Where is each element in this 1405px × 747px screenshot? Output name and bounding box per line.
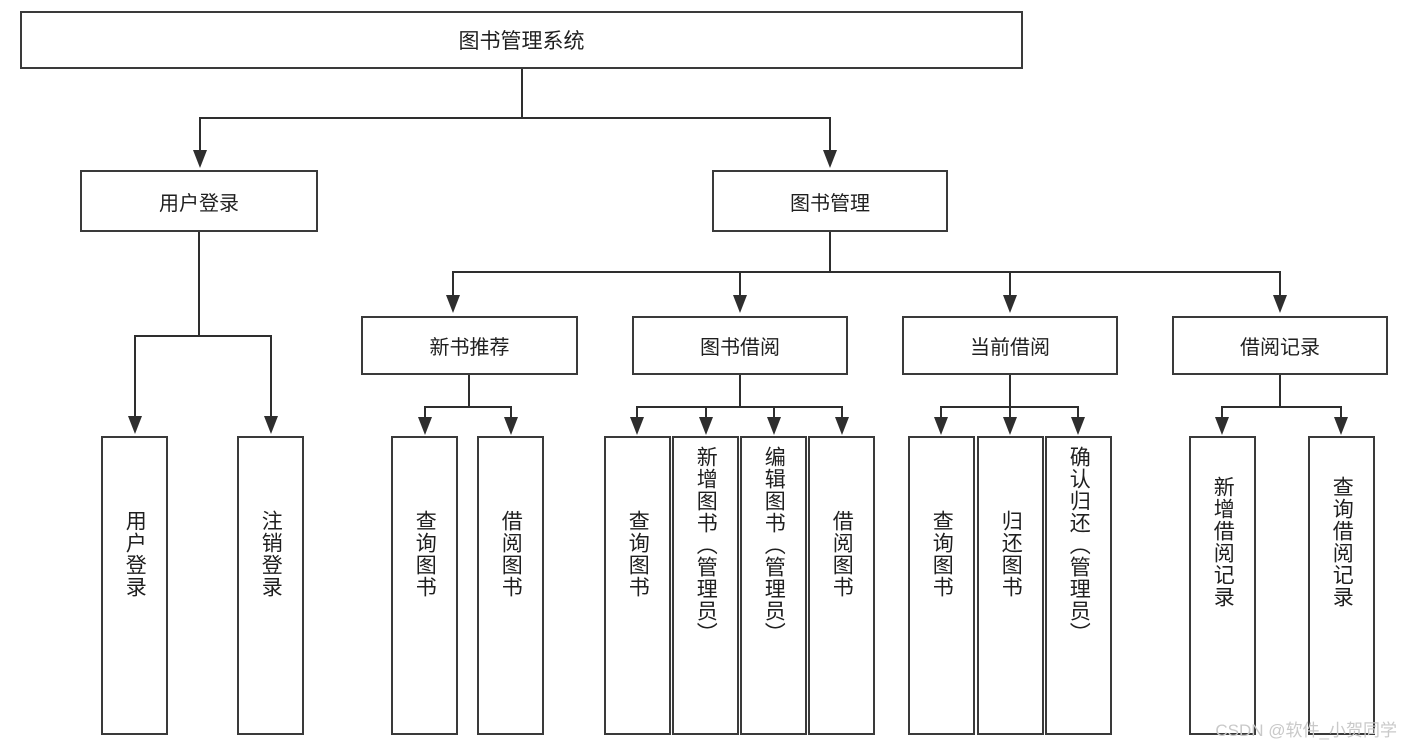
- connector-borrow-record-trunk: [1279, 375, 1281, 408]
- node-label: 当前借阅: [970, 337, 1050, 359]
- node-book-borrow: 图书借阅: [632, 316, 848, 375]
- arrow-to-book-management: [823, 150, 837, 168]
- leaf-label: 新增借阅记录: [1211, 476, 1235, 608]
- arrow-to-leaf-book-borrow-2: [767, 417, 781, 435]
- arrow-to-leaf-new-book-1: [504, 417, 518, 435]
- leaf-label: 查询图书: [930, 510, 954, 598]
- node-label: 新书推荐: [429, 337, 510, 359]
- leaf-borrow-book-recommend: 借阅图书: [477, 436, 544, 735]
- arrow-to-book-borrow: [733, 295, 747, 313]
- node-label: 用户登录: [159, 192, 239, 215]
- arrow-to-new-book-recommend: [446, 295, 460, 313]
- leaf-query-book-current: 查询图书: [908, 436, 975, 735]
- node-borrow-record: 借阅记录: [1172, 316, 1388, 375]
- leaf-query-book-borrow: 查询图书: [604, 436, 671, 735]
- connector-new-book-drop-1: [510, 406, 512, 419]
- arrow-to-current-borrow: [1003, 295, 1017, 313]
- connector-new-book-bus: [424, 406, 511, 408]
- arrow-to-leaf-current-borrow-1: [1003, 417, 1017, 435]
- connector-new-book-drop-0: [424, 406, 426, 419]
- leaf-label: 查询图书: [626, 510, 650, 598]
- connector-current-borrow-drop-1: [1009, 406, 1011, 419]
- leaf-borrow-book: 借阅图书: [808, 436, 875, 735]
- arrow-to-leaf-current-borrow-2: [1071, 417, 1085, 435]
- connector-user-login-drop-1: [270, 335, 272, 418]
- leaf-label: 借阅图书: [499, 510, 523, 598]
- connector-borrow-record-drop-0: [1221, 406, 1223, 419]
- leaf-return-book: 归还图书: [977, 436, 1044, 735]
- connector-user-login-trunk: [198, 232, 200, 337]
- leaf-label: 编辑图书（管理员）: [762, 446, 786, 644]
- connector-book-management-trunk: [829, 232, 831, 273]
- connector-root-bus: [199, 117, 831, 119]
- arrow-to-leaf-book-borrow-0: [630, 417, 644, 435]
- arrow-to-leaf-user-login-1: [264, 416, 278, 434]
- leaf-label: 注销登录: [259, 510, 283, 598]
- connector-book-borrow-drop-1: [705, 406, 707, 419]
- connector-new-book-trunk: [468, 375, 470, 408]
- connector-root-drop-right: [829, 117, 831, 152]
- node-book-management-system: 图书管理系统: [20, 11, 1023, 69]
- connector-book-borrow-trunk: [739, 375, 741, 408]
- leaf-add-book-admin: 新增图书（管理员）: [672, 436, 739, 735]
- leaf-add-borrow-record: 新增借阅记录: [1189, 436, 1256, 735]
- arrow-to-leaf-borrow-record-1: [1334, 417, 1348, 435]
- node-user-login: 用户登录: [80, 170, 318, 232]
- connector-borrow-record-bus: [1221, 406, 1341, 408]
- connector-lvl3-drop-0: [452, 271, 454, 297]
- connector-lvl3-drop-2: [1009, 271, 1011, 297]
- leaf-query-book-recommend: 查询图书: [391, 436, 458, 735]
- connector-book-borrow-drop-2: [773, 406, 775, 419]
- leaf-confirm-return-admin: 确认归还（管理员）: [1045, 436, 1112, 735]
- connector-root-trunk: [521, 69, 523, 119]
- leaf-label: 借阅图书: [830, 510, 854, 598]
- leaf-logout-login: 注销登录: [237, 436, 304, 735]
- connector-user-login-drop-0: [134, 335, 136, 418]
- leaf-label: 用户登录: [123, 510, 147, 598]
- arrow-to-user-login: [193, 150, 207, 168]
- connector-current-borrow-drop-0: [940, 406, 942, 419]
- node-label: 图书借阅: [700, 337, 780, 359]
- connector-lvl3-drop-3: [1279, 271, 1281, 297]
- leaf-label: 归还图书: [999, 510, 1023, 598]
- arrow-to-leaf-book-borrow-3: [835, 417, 849, 435]
- arrow-to-leaf-new-book-0: [418, 417, 432, 435]
- connector-root-drop-left: [199, 117, 201, 152]
- arrow-to-leaf-borrow-record-0: [1215, 417, 1229, 435]
- connector-book-borrow-drop-3: [841, 406, 843, 419]
- leaf-edit-book-admin: 编辑图书（管理员）: [740, 436, 807, 735]
- connector-user-login-bus: [134, 335, 272, 337]
- arrow-to-leaf-user-login-0: [128, 416, 142, 434]
- node-new-book-recommend: 新书推荐: [361, 316, 578, 375]
- node-label: 图书管理: [790, 192, 870, 215]
- connector-current-borrow-trunk: [1009, 375, 1011, 408]
- leaf-label: 查询图书: [413, 510, 437, 598]
- connector-book-management-bus: [452, 271, 1281, 273]
- node-book-management: 图书管理: [712, 170, 948, 232]
- leaf-label: 确认归还（管理员）: [1067, 446, 1091, 644]
- node-label: 图书管理系统: [458, 30, 585, 53]
- leaf-label: 新增图书（管理员）: [694, 446, 718, 644]
- node-current-borrow: 当前借阅: [902, 316, 1118, 375]
- arrow-to-leaf-book-borrow-1: [699, 417, 713, 435]
- connector-book-borrow-drop-0: [636, 406, 638, 419]
- leaf-label: 查询借阅记录: [1330, 476, 1354, 608]
- connector-book-borrow-bus: [636, 406, 843, 408]
- connector-current-borrow-drop-2: [1077, 406, 1079, 419]
- leaf-query-borrow-record: 查询借阅记录: [1308, 436, 1375, 735]
- connector-borrow-record-drop-1: [1340, 406, 1342, 419]
- node-label: 借阅记录: [1240, 337, 1320, 359]
- connector-lvl3-drop-1: [739, 271, 741, 297]
- leaf-user-login: 用户登录: [101, 436, 168, 735]
- arrow-to-leaf-current-borrow-0: [934, 417, 948, 435]
- arrow-to-borrow-record: [1273, 295, 1287, 313]
